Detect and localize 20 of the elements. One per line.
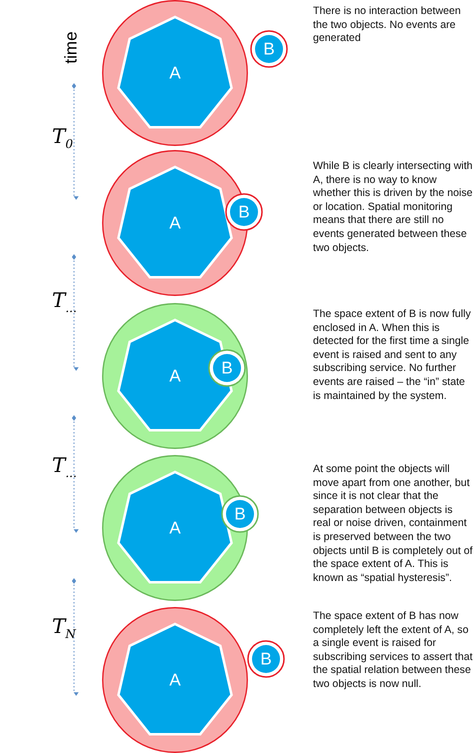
object-label: B [263, 40, 275, 58]
object-label: B [234, 506, 246, 522]
object-label: A [169, 64, 181, 82]
time-label: T$_{N}$ [52, 616, 76, 640]
object-label: A [169, 214, 181, 232]
description-text: There is no interaction between the two objects. No events are generated [313, 5, 462, 46]
description-text: The space extent of B is now fully enclosed in A. When this is detected for the first time a single event is raised and sent to any subscribing service. No further events are raised – the “in” state is maintained by the system. [313, 308, 472, 404]
time-label: T$_{0}$ [52, 126, 73, 150]
object-label: B [221, 360, 233, 376]
object-label: A [169, 368, 181, 384]
time-label: T$_{...}$ [52, 455, 77, 479]
object-label: B [260, 650, 272, 668]
axis-label: time [62, 31, 80, 64]
time-label: T$_{...}$ [52, 290, 77, 314]
object-label: A [169, 520, 181, 536]
object-label: B [238, 204, 250, 220]
description-text: At some point the objects will move apart from one another, but since it is not clear that the separation between objects is real or noise driven, containment is preserved between the two objects until B is completely out of the space extent of A. This is known as “spatial hysteresis”. [313, 463, 473, 586]
description-text: The space extent of B has now completely left the extent of A, so a single event is raised for subscribing services to assert that the spatial relation between these two objects is now null. [313, 610, 473, 692]
object-label: A [169, 672, 181, 688]
description-text: While B is clearly intersecting with A, there is no way to know whether this is driven by the noise or location. Spatial monitoring means that there are still no events generated between these two objects. [313, 160, 473, 256]
